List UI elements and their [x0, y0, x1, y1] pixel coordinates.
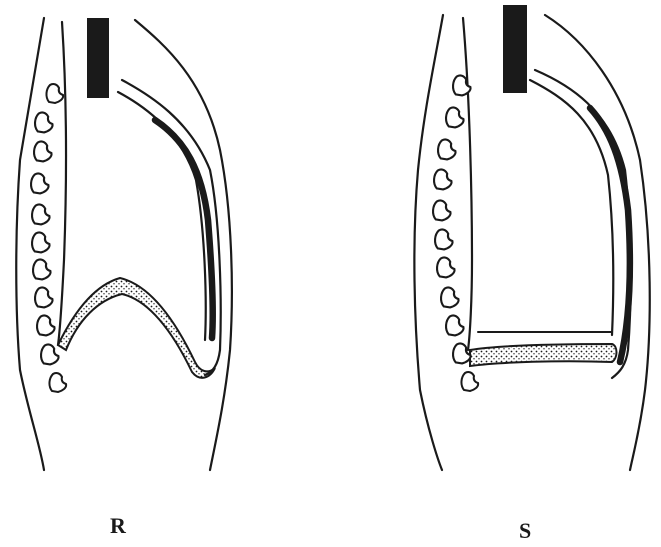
figure-s-contracted-thorax — [414, 5, 649, 470]
figure-r-relaxed-thorax — [16, 18, 232, 470]
trachea — [503, 5, 527, 93]
body-outline-right — [135, 20, 232, 470]
back-wall-line — [58, 22, 66, 345]
diaphragm-flat — [470, 344, 617, 366]
trachea — [87, 18, 109, 98]
figure-label-s: S — [519, 518, 531, 544]
rib-muscle-band — [590, 108, 630, 362]
back-wall-line — [463, 18, 472, 350]
chest-wall-inner — [118, 92, 206, 340]
diaphragm-domed — [58, 278, 215, 378]
figure-label-r: R — [110, 513, 126, 539]
rib-muscle-band — [155, 120, 213, 338]
